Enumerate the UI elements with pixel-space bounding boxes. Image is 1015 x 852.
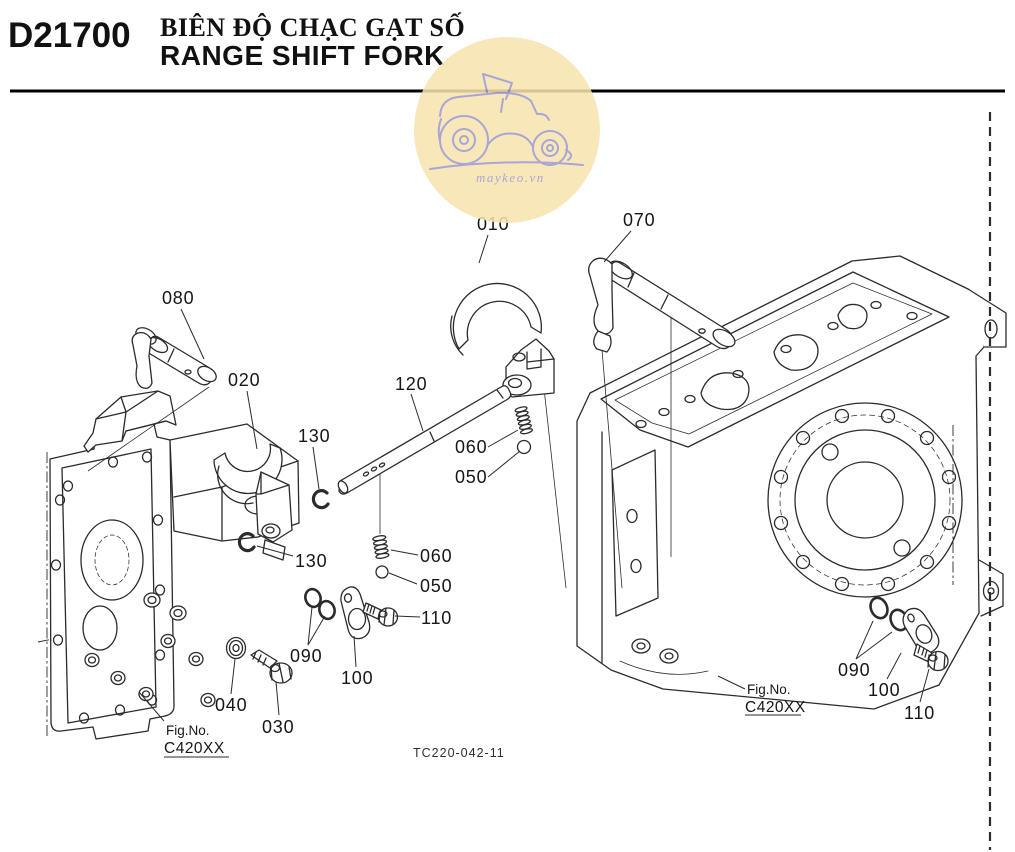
- part-label-110-left: 110: [421, 608, 452, 628]
- header: D21700 BIÊN ĐỘ CHẠC GẠT SỐ RANGE SHIFT F…: [8, 13, 1005, 93]
- page-title-vietnamese: BIÊN ĐỘ CHẠC GẠT SỐ: [160, 13, 465, 42]
- part-label-070: 070: [623, 210, 655, 230]
- part-110-bolt-left: [362, 602, 399, 627]
- part-label-050-upper: 050: [455, 467, 487, 487]
- part-010-shift-fork: [450, 282, 555, 398]
- part-label-060-upper: 060: [455, 437, 487, 457]
- part-080-shift-arm: [131, 327, 217, 389]
- part-070-shift-arm: [588, 257, 736, 353]
- fig-reference-right: Fig.No. C420XX: [745, 682, 806, 716]
- part-label-090-left: 090: [290, 646, 322, 666]
- part-100-plate-right: [902, 607, 940, 654]
- part-label-080: 080: [162, 288, 194, 308]
- part-030-bolt: [250, 649, 293, 684]
- callout-labels: 010 070 080 020 120 130 060 050 130 060 …: [162, 210, 935, 737]
- part-label-100-left: 100: [341, 668, 373, 688]
- fig-no-label-left: Fig.No.: [166, 723, 210, 738]
- fig-reference-left: Fig.No. C420XX: [164, 723, 229, 758]
- part-130-circlip-upper: [311, 489, 330, 510]
- part-label-100-right: 100: [868, 680, 900, 700]
- part-label-060-lower: 060: [420, 546, 452, 566]
- part-100-plate-left: [340, 586, 371, 640]
- part-040-washer: [225, 636, 247, 660]
- fig-no-label-right: Fig.No.: [747, 682, 791, 697]
- part-130-circlip-lower: [237, 532, 256, 553]
- part-110-bolt-right: [913, 643, 949, 672]
- part-020-shift-fork: [213, 443, 293, 561]
- part-label-040: 040: [215, 695, 247, 715]
- part-050-ball-upper: [516, 439, 532, 455]
- left-gearcase-studs: [84, 592, 216, 708]
- fig-no-value-right: C420XX: [745, 699, 806, 716]
- part-label-120: 120: [395, 374, 427, 394]
- watermark-circle: [414, 37, 600, 223]
- right-gearcase-top-holes: [635, 300, 918, 429]
- part-050-ball-lower: [375, 565, 389, 579]
- part-label-130-upper: 130: [298, 426, 330, 446]
- drawing-number: TC220-042-11: [413, 746, 505, 760]
- watermark: maykeo.vn: [414, 37, 600, 223]
- part-label-110-right: 110: [904, 703, 935, 723]
- part-090-orings-left: [304, 587, 336, 621]
- part-label-030: 030: [262, 717, 294, 737]
- fig-no-value-left: C420XX: [164, 740, 225, 757]
- part-060-spring-lower: [372, 535, 390, 559]
- right-gearcase-bearing-face: [767, 402, 963, 598]
- tractor-icon: [429, 73, 584, 170]
- leader-lines: [138, 230, 930, 722]
- part-120-fork-rod: [337, 385, 512, 495]
- page-title-english: RANGE SHIFT FORK: [160, 40, 445, 71]
- part-label-050-lower: 050: [420, 576, 452, 596]
- part-060-spring-upper: [514, 406, 534, 435]
- page-code: D21700: [8, 16, 131, 55]
- right-gearcase: [576, 255, 1007, 710]
- watermark-text: maykeo.vn: [476, 170, 545, 185]
- part-label-090-right: 090: [838, 660, 870, 680]
- left-gearcase: [37, 390, 300, 740]
- part-label-020: 020: [228, 370, 260, 390]
- part-label-130-lower: 130: [295, 551, 327, 571]
